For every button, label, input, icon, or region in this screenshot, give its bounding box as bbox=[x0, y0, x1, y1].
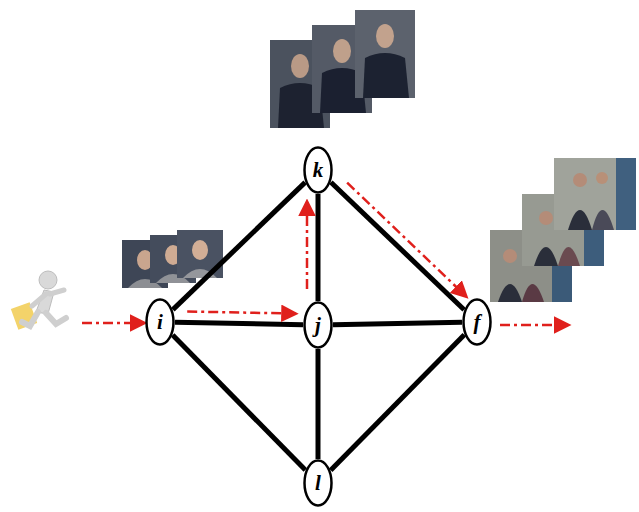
path-arrow bbox=[187, 312, 295, 314]
node-ellipse bbox=[305, 303, 332, 348]
exit-arrow bbox=[500, 324, 568, 327]
graph-node: k bbox=[303, 146, 333, 194]
graph-node: j bbox=[303, 301, 333, 349]
graph-edge bbox=[333, 322, 462, 324]
graph-node: i bbox=[145, 298, 175, 346]
node-label: k bbox=[313, 160, 324, 181]
node-label: l bbox=[315, 473, 321, 494]
photo-stack-right bbox=[490, 158, 636, 302]
node-ellipse bbox=[464, 300, 491, 345]
node-label: i bbox=[157, 312, 163, 333]
node-label: f bbox=[474, 312, 481, 333]
graph-edge bbox=[331, 335, 465, 470]
entry-arrow bbox=[82, 322, 144, 325]
graph-edge bbox=[173, 182, 305, 309]
graph-edge bbox=[316, 194, 321, 301]
node-label: j bbox=[315, 315, 321, 336]
photo-stack-top bbox=[270, 10, 415, 128]
node-ellipse bbox=[305, 461, 332, 506]
node-ellipse bbox=[305, 148, 332, 193]
path-arrow bbox=[347, 183, 466, 297]
graph-node: f bbox=[462, 298, 492, 346]
graph-edge bbox=[331, 182, 464, 309]
graph-edge bbox=[173, 335, 306, 470]
graph-node: l bbox=[303, 459, 333, 507]
graph-edge bbox=[316, 349, 321, 459]
graph-edge bbox=[175, 322, 303, 324]
path-arrow bbox=[306, 202, 309, 289]
node-ellipse bbox=[147, 300, 174, 345]
runner-icon bbox=[11, 271, 66, 330]
